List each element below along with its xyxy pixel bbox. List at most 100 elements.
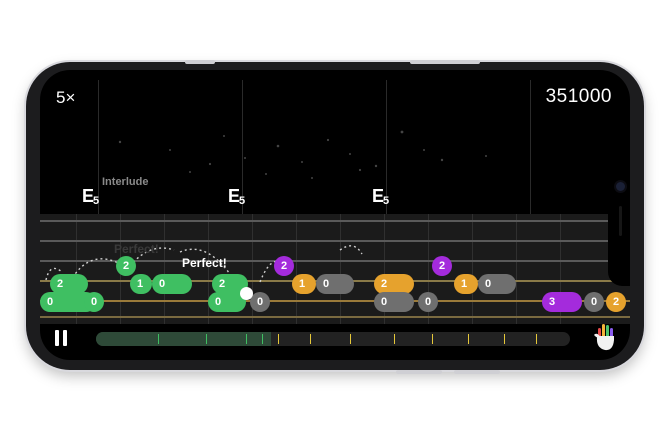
note: 0 — [84, 292, 104, 312]
fret-line — [76, 214, 77, 324]
note: 0 — [316, 274, 354, 294]
timeline-tick — [504, 334, 505, 344]
measure-line — [386, 80, 387, 290]
hand-icon — [593, 324, 614, 351]
string-line — [40, 260, 630, 262]
string-line — [40, 316, 630, 318]
game-screen: 5× 351000 Interlude E5 E5 E5 — [40, 70, 630, 360]
fret-line — [384, 214, 385, 324]
note-fret: 0 — [484, 278, 492, 290]
chord-label: E5 — [372, 186, 389, 207]
chord-label: E5 — [82, 186, 99, 207]
phone-volume-button — [410, 60, 480, 64]
pause-icon — [63, 330, 67, 346]
string-line — [40, 240, 630, 242]
note: 2 — [432, 256, 452, 276]
fret-line — [252, 214, 253, 324]
note-fret: 0 — [380, 296, 388, 308]
note-fret: 0 — [322, 278, 330, 290]
timeline-tick — [432, 334, 433, 344]
note: 0 — [208, 292, 246, 312]
note-fret: 0 — [214, 296, 222, 308]
fret-line — [340, 214, 341, 324]
note: 1 — [454, 274, 478, 294]
starfield — [118, 130, 487, 179]
note: 2 — [374, 274, 414, 294]
playhead-marker — [240, 287, 253, 300]
chord-root: E — [82, 186, 94, 206]
chord-suffix: 5 — [93, 195, 99, 207]
note-fret: 0 — [90, 296, 98, 308]
note: 2 — [212, 274, 248, 294]
note: 0 — [152, 274, 192, 294]
note-fret: 0 — [158, 278, 166, 290]
note-fret: 2 — [280, 260, 288, 272]
pause-icon — [55, 330, 59, 346]
phone-side-button — [396, 370, 442, 374]
fret-line — [560, 214, 561, 324]
timeline-tick — [350, 334, 351, 344]
score-multiplier: 5× — [56, 88, 76, 107]
camera-icon — [616, 182, 625, 191]
note: 0 — [418, 292, 438, 312]
note: 1 — [292, 274, 316, 294]
note-fret: 2 — [612, 296, 620, 308]
fret-line — [164, 214, 165, 324]
note: 0 — [374, 292, 414, 312]
string-line — [40, 300, 630, 302]
note-fret: 2 — [380, 278, 388, 290]
note-fret: 2 — [56, 278, 64, 290]
note-fret: 2 — [438, 260, 446, 272]
timeline-tick — [536, 334, 537, 344]
note: 0 — [584, 292, 604, 312]
note: 0 — [478, 274, 516, 294]
note: 3 — [542, 292, 582, 312]
phone-notch — [608, 142, 630, 286]
note-fret: 0 — [256, 296, 264, 308]
string-line — [40, 220, 630, 222]
score: 351000 — [545, 86, 612, 107]
fret-line — [516, 214, 517, 324]
note: 2 — [274, 256, 294, 276]
phone-power-button — [185, 60, 215, 64]
fret-line — [428, 214, 429, 324]
fret-line — [208, 214, 209, 324]
hit-feedback-text: Perfect! — [182, 256, 227, 270]
note-fret: 1 — [460, 278, 468, 290]
chord-label: E5 — [228, 186, 245, 207]
timeline-tick — [394, 334, 395, 344]
note: 1 — [130, 274, 152, 294]
note: 2 — [50, 274, 88, 294]
timeline-progress — [96, 332, 272, 346]
timeline-tick — [468, 334, 469, 344]
note-fret: 1 — [298, 278, 306, 290]
speaker-grille — [619, 206, 622, 236]
fret-line — [296, 214, 297, 324]
section-label: Interlude — [102, 176, 149, 188]
chord-suffix: 5 — [239, 195, 245, 207]
timeline-tick — [278, 334, 279, 344]
note-fret: 2 — [122, 260, 130, 272]
measure-line — [98, 80, 99, 290]
timeline-tick — [262, 334, 263, 344]
hand-button[interactable] — [593, 322, 618, 352]
note: 2 — [606, 292, 626, 312]
chord-root: E — [228, 186, 240, 206]
phone-side-button-2 — [454, 370, 500, 374]
note-fret: 0 — [424, 296, 432, 308]
timeline-tick — [158, 334, 159, 344]
note-fret: 0 — [590, 296, 598, 308]
note-arcs — [45, 245, 363, 283]
fretboard — [40, 214, 630, 324]
note: 0 — [250, 292, 270, 312]
note-fret: 2 — [218, 278, 226, 290]
timeline-tick — [246, 334, 247, 344]
fret-line — [472, 214, 473, 324]
timeline-tick — [310, 334, 311, 344]
chord-root: E — [372, 186, 384, 206]
previous-feedback-text: Perfect! — [114, 242, 159, 256]
pause-button[interactable] — [54, 330, 70, 348]
song-timeline[interactable] — [96, 332, 570, 346]
note-fret: 0 — [46, 296, 54, 308]
measure-line — [530, 80, 531, 290]
